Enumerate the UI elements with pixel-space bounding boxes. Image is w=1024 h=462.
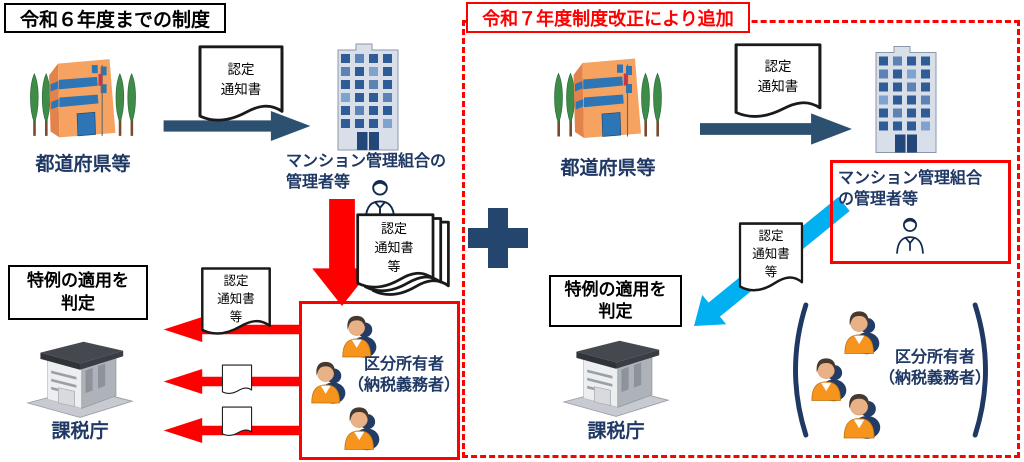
arrow-right-navy-icon [163,110,311,142]
association-label: マンション管理組合 の管理者等 [838,168,983,208]
tax-agency-label: 課税庁 [51,420,109,442]
condo-office-building-icon [875,46,937,153]
document-icon [221,364,253,394]
prefecture-building-icon [24,42,142,156]
blank-document [221,406,253,440]
cert-notice-etc-doc2-text: 認定 通知書 等 [217,273,255,325]
cert-notice-doc-text: 認定 通知書 [220,62,262,99]
cert-notice-document: 認定 通知書 [732,42,824,128]
cert-notice-etc-doc-text: 認定 通知書 等 [374,222,414,275]
owners-label: 区分所有者 （納税義務者） [347,354,460,394]
plus-icon [468,208,528,268]
judge-box: 特例の適用を 判定 [8,265,148,320]
left-section-title-text: 令和６年度までの制度 [19,8,210,31]
cert-notice-document: 認定 通知書 [196,44,286,132]
owners-label: 区分所有者 （納税義務者） [878,347,991,387]
owner-person-icon [311,361,346,405]
prefecture-label: 都道府県等 [560,157,656,179]
document-icon [221,406,253,436]
cert-notice-etc-document-stack: 認定 通知書 等 [354,212,454,308]
association-red-box [830,160,1011,264]
prefecture-building-icon [548,40,668,158]
condo-office-building-icon [337,43,399,151]
association-label: マンション管理組合の 管理者等 [286,151,447,191]
owner-person-icon [843,393,881,440]
right-section-title: 令和７年度制度改正により追加 [466,2,750,33]
cert-notice-etc-doc-text: 認定 通知書 等 [752,228,790,280]
cert-notice-etc-document: 認定 通知書 等 [199,266,273,344]
left-section-title: 令和６年度までの制度 [4,3,226,33]
judge-box: 特例の適用を 判定 [549,275,682,327]
arrow-right-navy-icon [700,113,852,145]
owner-person-icon [344,407,380,451]
tax-agency-building-icon [563,340,669,417]
owner-person-icon [844,311,880,355]
owners-red-box [299,301,460,460]
prefecture-label: 都道府県等 [35,153,131,175]
tax-agency-building-icon [27,341,133,418]
blank-document [221,364,253,398]
manager-person-icon [896,217,924,254]
bracket-right-icon [972,302,988,438]
bracket-left-icon [793,302,809,438]
tax-agency-label: 課税庁 [587,420,645,442]
cert-notice-etc-document: 認定 通知書 等 [737,221,805,301]
right-section-title-text: 令和７年度制度改正により追加 [482,8,734,30]
cert-notice-doc-text: 認定 通知書 [757,59,799,96]
